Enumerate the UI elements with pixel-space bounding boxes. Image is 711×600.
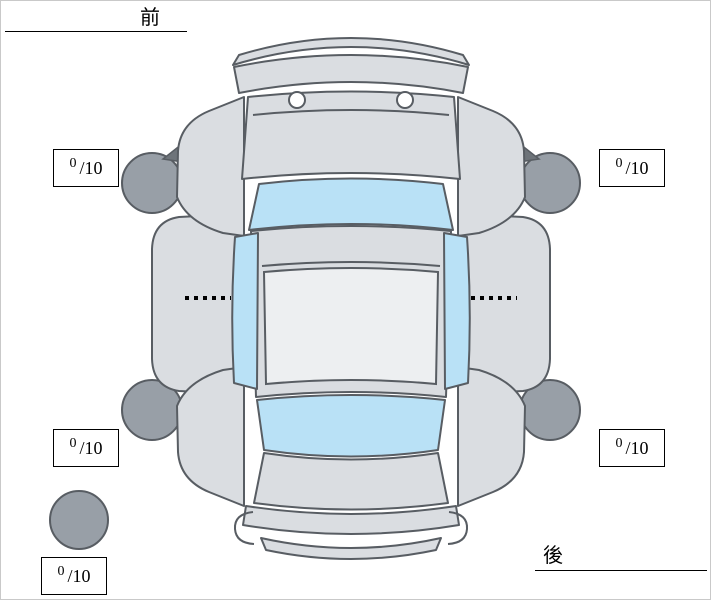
front-right-tire-icon xyxy=(519,152,581,214)
tire-score-front-left: 0/10 xyxy=(53,149,119,187)
tire-score-spare: 0/10 xyxy=(41,557,107,595)
trunk xyxy=(253,452,449,511)
left-headlamp-washer-icon xyxy=(288,91,306,109)
front-spoiler xyxy=(232,37,470,66)
roof-front-seam xyxy=(261,261,441,267)
tire-score-front-right: 0/10 xyxy=(599,149,665,187)
front-right-fender xyxy=(457,96,526,237)
right-side-window xyxy=(443,232,471,390)
tire-score-rear-right: 0/10 xyxy=(599,429,665,467)
tire-score-denominator: /10 xyxy=(67,565,91,586)
front-label: 前 xyxy=(140,5,160,29)
rear-right-fender xyxy=(457,366,526,507)
right-side-panel xyxy=(463,213,551,395)
hood-cowl-line xyxy=(252,109,450,116)
rear-lower-lip xyxy=(260,537,442,560)
rear-label: 後 xyxy=(543,543,563,567)
left-side-panel xyxy=(151,213,239,395)
rear-bumper xyxy=(242,505,460,535)
rear-left-fender xyxy=(176,366,245,507)
rear-left-corner-trim xyxy=(233,511,255,545)
tire-score-value: 0 xyxy=(615,436,623,451)
tire-score-value: 0 xyxy=(615,156,623,171)
front-bumper xyxy=(233,54,469,94)
front-underline xyxy=(5,31,187,32)
tire-score-denominator: /10 xyxy=(79,157,103,178)
roof-panel xyxy=(262,267,440,386)
right-headlamp-washer-icon xyxy=(396,91,414,109)
front-left-fender xyxy=(176,96,245,237)
windshield xyxy=(248,177,454,231)
tire-score-denominator: /10 xyxy=(625,157,649,178)
tire-score-denominator: /10 xyxy=(625,437,649,458)
tire-score-rear-left: 0/10 xyxy=(53,429,119,467)
tire-score-value: 0 xyxy=(69,436,77,451)
tire-score-value: 0 xyxy=(57,564,65,579)
front-left-tire-icon xyxy=(121,152,183,214)
rear-window xyxy=(256,394,446,458)
hood xyxy=(241,90,461,180)
tire-score-denominator: /10 xyxy=(79,437,103,458)
left-side-window xyxy=(231,232,259,390)
spare-tire-icon xyxy=(49,490,109,550)
rear-underline xyxy=(535,570,707,571)
tire-score-value: 0 xyxy=(69,156,77,171)
rear-right-corner-trim xyxy=(447,511,469,545)
